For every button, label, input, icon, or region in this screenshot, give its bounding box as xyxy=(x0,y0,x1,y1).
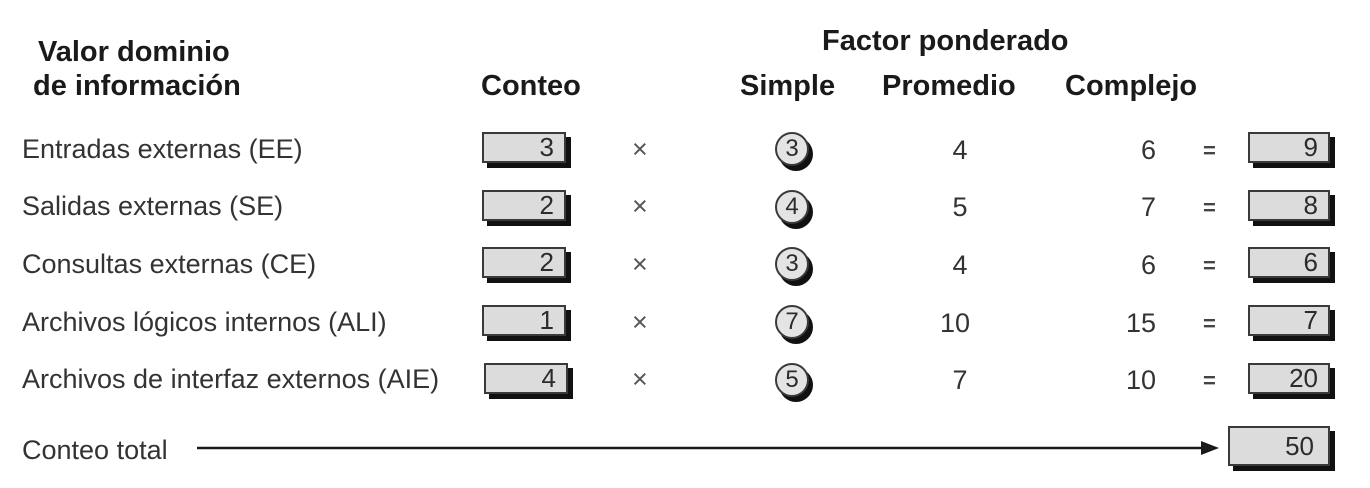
total-label: Conteo total xyxy=(22,435,168,465)
count-box: 3 xyxy=(482,132,566,163)
average-factor: 10 xyxy=(939,308,971,338)
complex-header: Complejo xyxy=(1065,70,1198,102)
row-label: Entradas externas (EE) xyxy=(22,134,303,164)
times-sign: × xyxy=(632,307,648,337)
complex-factor: 10 xyxy=(1125,365,1156,395)
weighting-header: Factor ponderado xyxy=(822,25,1069,57)
result-box: 9 xyxy=(1248,132,1330,163)
count-box: 1 xyxy=(482,305,566,336)
result-box: 8 xyxy=(1248,190,1330,221)
times-sign: × xyxy=(632,249,648,279)
row-label: Archivos de interfaz externos (AIE) xyxy=(22,364,440,394)
count-box: 2 xyxy=(482,190,566,221)
equals-sign: = xyxy=(1203,253,1216,278)
average-factor: 5 xyxy=(952,192,968,222)
total-arrow xyxy=(197,441,1219,455)
equals-sign: = xyxy=(1203,368,1216,393)
simple-factor-circle: 3 xyxy=(775,132,809,166)
domain-header-line2: de información xyxy=(33,70,241,102)
complex-factor: 6 xyxy=(1140,135,1156,165)
complex-factor: 7 xyxy=(1140,192,1156,222)
times-sign: × xyxy=(632,364,648,394)
row-label: Consultas externas (CE) xyxy=(22,249,317,279)
total-box: 50 xyxy=(1228,426,1330,466)
average-factor: 4 xyxy=(952,135,968,165)
row-label: Salidas externas (SE) xyxy=(22,191,284,221)
result-box: 6 xyxy=(1248,247,1330,278)
arrow-head xyxy=(1201,441,1219,455)
domain-header-line1: Valor dominio xyxy=(38,36,230,68)
times-sign: × xyxy=(632,191,648,221)
average-factor: 7 xyxy=(952,365,968,395)
complex-factor: 6 xyxy=(1140,250,1156,280)
simple-factor-circle: 4 xyxy=(775,190,809,224)
count-box: 2 xyxy=(482,247,566,278)
count-box: 4 xyxy=(484,363,568,394)
result-box: 7 xyxy=(1248,305,1330,336)
simple-header: Simple xyxy=(740,70,836,102)
times-sign: × xyxy=(632,134,648,164)
average-factor: 4 xyxy=(952,250,968,280)
equals-sign: = xyxy=(1203,195,1216,220)
simple-factor-circle: 5 xyxy=(775,363,809,397)
equals-sign: = xyxy=(1203,138,1216,163)
count-header: Conteo xyxy=(481,70,581,102)
equals-sign: = xyxy=(1203,311,1216,336)
simple-factor-circle: 3 xyxy=(775,247,809,281)
row-label: Archivos lógicos internos (ALI) xyxy=(22,307,387,337)
complex-factor: 15 xyxy=(1125,308,1156,338)
simple-factor-circle: 7 xyxy=(775,305,809,339)
result-box: 20 xyxy=(1248,363,1330,394)
average-header: Promedio xyxy=(882,70,1016,102)
